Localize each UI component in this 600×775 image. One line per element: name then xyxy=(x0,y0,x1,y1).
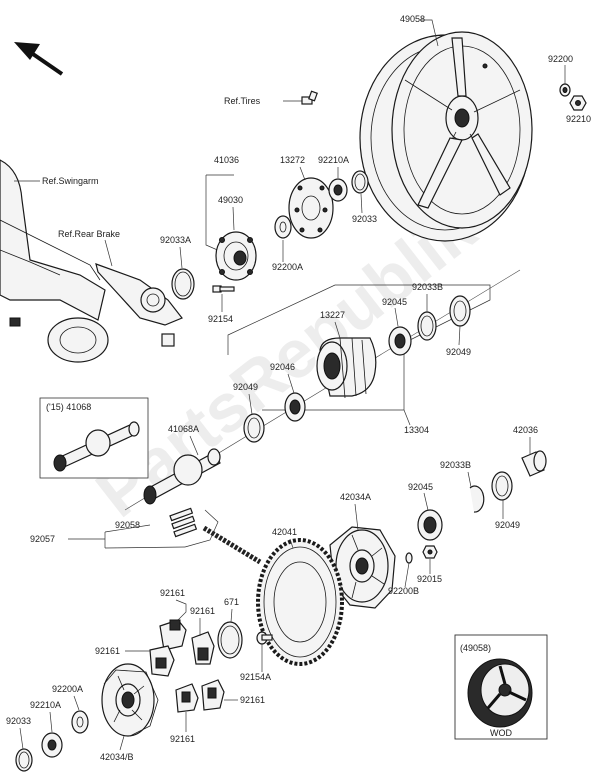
label-92033B-top: 92033B xyxy=(412,282,443,292)
label-671: 671 xyxy=(224,597,239,607)
nut-92015[interactable] xyxy=(422,545,438,559)
damper-92161-d[interactable] xyxy=(175,683,199,713)
label-13304: 13304 xyxy=(404,425,429,435)
damper-92161-b[interactable] xyxy=(191,631,215,665)
seal-92049-mid[interactable] xyxy=(491,471,513,501)
label-92057: 92057 xyxy=(30,534,55,544)
label-15-41068: ('15) 41068 xyxy=(46,402,91,412)
stud-92058[interactable] xyxy=(169,507,198,538)
label-92161-c: 92161 xyxy=(95,646,120,656)
label-92049-left: 92049 xyxy=(233,382,258,392)
swingarm-reference xyxy=(0,159,109,363)
label-49030: 49030 xyxy=(218,195,243,205)
oring-92033[interactable] xyxy=(351,170,369,194)
label-92045-top: 92045 xyxy=(382,297,407,307)
washer-92200A-top[interactable] xyxy=(274,215,292,239)
circlip-92033B-mid[interactable] xyxy=(469,485,485,513)
oring-92033A[interactable] xyxy=(171,268,195,300)
label-ref-rear-brake: Ref.Rear Brake xyxy=(58,229,120,239)
label-42041: 42041 xyxy=(272,527,297,537)
front-direction-arrow-icon xyxy=(14,42,64,76)
bearing-92045-top[interactable] xyxy=(388,326,412,356)
oring-671[interactable] xyxy=(217,621,243,659)
label-92200A-bottom: 92200A xyxy=(52,684,83,694)
hub-13227[interactable] xyxy=(316,337,377,399)
nut-92210A-top[interactable] xyxy=(328,178,348,202)
seal-92049-top[interactable] xyxy=(449,295,471,327)
label-92200B: 92200B xyxy=(388,586,419,596)
label-92058: 92058 xyxy=(115,520,140,530)
damper-92161-e[interactable] xyxy=(201,679,225,711)
label-92046: 92046 xyxy=(270,362,295,372)
damper-92161-c[interactable] xyxy=(149,645,175,677)
label-92210: 92210 xyxy=(566,114,591,124)
tire-valve[interactable] xyxy=(301,90,318,105)
inset-wheel-49058 xyxy=(467,658,533,728)
label-41068A: 41068A xyxy=(168,424,199,434)
label-13227: 13227 xyxy=(320,310,345,320)
label-92033-bottom: 92033 xyxy=(6,716,31,726)
label-13272: 13272 xyxy=(280,155,305,165)
bolt-92154[interactable] xyxy=(212,285,235,293)
damper-92161-a[interactable] xyxy=(159,619,187,651)
label-92033B-mid: 92033B xyxy=(440,460,471,470)
label-92210A-top: 92210A xyxy=(318,155,349,165)
label-92033: 92033 xyxy=(352,214,377,224)
circlip-92033B-top[interactable] xyxy=(417,311,437,341)
label-49058: 49058 xyxy=(400,14,425,24)
label-41036: 41036 xyxy=(214,155,239,165)
label-92049-top: 92049 xyxy=(446,347,471,357)
sprocket-42041[interactable] xyxy=(256,538,344,666)
collar-92200[interactable] xyxy=(559,83,571,97)
label-92154A: 92154A xyxy=(240,672,271,682)
label-92045-mid: 92045 xyxy=(408,482,433,492)
inset-caption: WOD xyxy=(490,728,512,738)
bearing-92045-mid[interactable] xyxy=(417,509,443,541)
label-92049-mid: 92049 xyxy=(495,520,520,530)
needle-bearing-92046[interactable] xyxy=(284,339,306,422)
label-92161-d: 92161 xyxy=(170,734,195,744)
label-92161-b: 92161 xyxy=(190,606,215,616)
label-92015: 92015 xyxy=(417,574,442,584)
rear-wheel[interactable] xyxy=(359,31,533,242)
axle-41068[interactable] xyxy=(53,421,140,472)
collar-42036[interactable] xyxy=(521,450,547,477)
stud-set-92057[interactable] xyxy=(202,525,262,565)
seal-92049-left[interactable] xyxy=(243,413,265,443)
inset-title: (49058) xyxy=(460,643,491,653)
plate-13272[interactable] xyxy=(288,177,334,239)
label-92200A-top: 92200A xyxy=(272,262,303,272)
label-ref-swingarm: Ref.Swingarm xyxy=(42,176,99,186)
label-ref-tires: Ref.Tires xyxy=(224,96,261,106)
oring-92033-bottom[interactable] xyxy=(15,748,33,772)
label-92200: 92200 xyxy=(548,54,573,64)
washer-92200B[interactable] xyxy=(405,552,413,564)
label-92161-a: 92161 xyxy=(160,588,185,598)
label-42036: 42036 xyxy=(513,425,538,435)
label-92161-e: 92161 xyxy=(240,695,265,705)
assembly-bracket-13304 xyxy=(227,284,491,411)
hub-coupling-49030[interactable] xyxy=(215,231,257,281)
washer-92200A-bottom[interactable] xyxy=(71,710,89,734)
label-42034A: 42034A xyxy=(340,492,371,502)
nut-92210[interactable] xyxy=(569,95,587,111)
nut-92210A-bottom[interactable] xyxy=(41,732,63,758)
label-92154: 92154 xyxy=(208,314,233,324)
label-92210A-bottom: 92210A xyxy=(30,700,61,710)
axle-41068A[interactable] xyxy=(143,448,221,505)
rear-brake-bracket xyxy=(95,263,183,347)
sprocket-carrier-42034B[interactable] xyxy=(101,663,159,737)
label-42034B: 42034/B xyxy=(100,752,134,762)
label-92033A-top: 92033A xyxy=(160,235,191,245)
